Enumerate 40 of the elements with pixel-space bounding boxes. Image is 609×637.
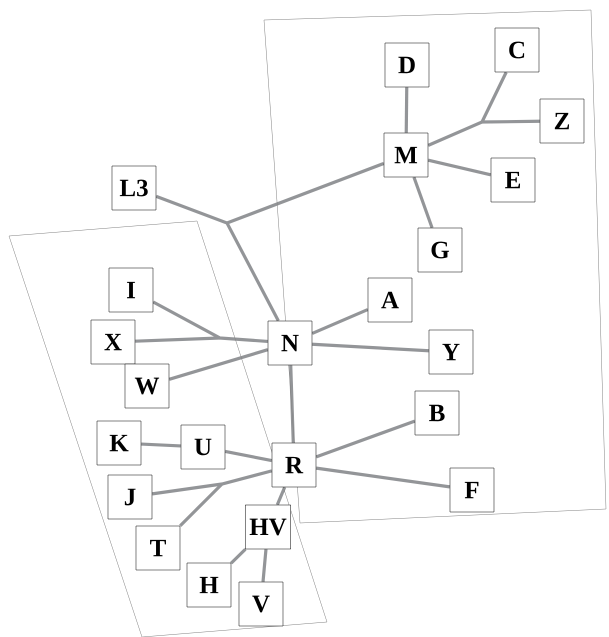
label-box: D [384, 42, 430, 88]
label-box: R [272, 442, 316, 488]
label-box: L3 [112, 166, 156, 210]
tree-branch [316, 466, 450, 488]
label-box: B [414, 390, 460, 436]
label-box: Z [540, 98, 584, 144]
label-box: H [186, 562, 232, 608]
tree-branch [168, 348, 268, 381]
tree-branch [261, 549, 268, 582]
label-box: HV [245, 504, 291, 550]
tree-branch [428, 72, 540, 147]
label-box: G [418, 228, 462, 272]
label-box: T [136, 526, 180, 570]
label-box: U [180, 424, 226, 470]
label-box: X [90, 320, 136, 364]
tree-branch [289, 365, 295, 443]
tree-branch [276, 486, 286, 506]
tree-branch [312, 308, 368, 335]
label-box: Y [428, 330, 474, 374]
label-box: C [494, 28, 540, 72]
label-box: E [490, 158, 536, 202]
tree-branch [230, 548, 246, 564]
tree-branch [428, 158, 492, 176]
tree-branch [316, 420, 416, 458]
label-box: A [368, 278, 412, 322]
label-box: J [108, 474, 152, 520]
label-box: W [124, 364, 170, 408]
tree-branch [224, 450, 272, 462]
tree-branch [152, 469, 272, 527]
tree-branch [404, 87, 408, 133]
tree-branch [312, 342, 429, 352]
tree-branch [412, 176, 434, 228]
label-box: K [96, 420, 142, 466]
tree-branch [141, 442, 181, 448]
label-box: N [268, 320, 312, 366]
label-box: V [238, 582, 284, 626]
label-box: F [450, 468, 494, 512]
label-box: M [384, 132, 428, 178]
label-box: I [108, 268, 154, 312]
tree-branch [135, 300, 268, 344]
